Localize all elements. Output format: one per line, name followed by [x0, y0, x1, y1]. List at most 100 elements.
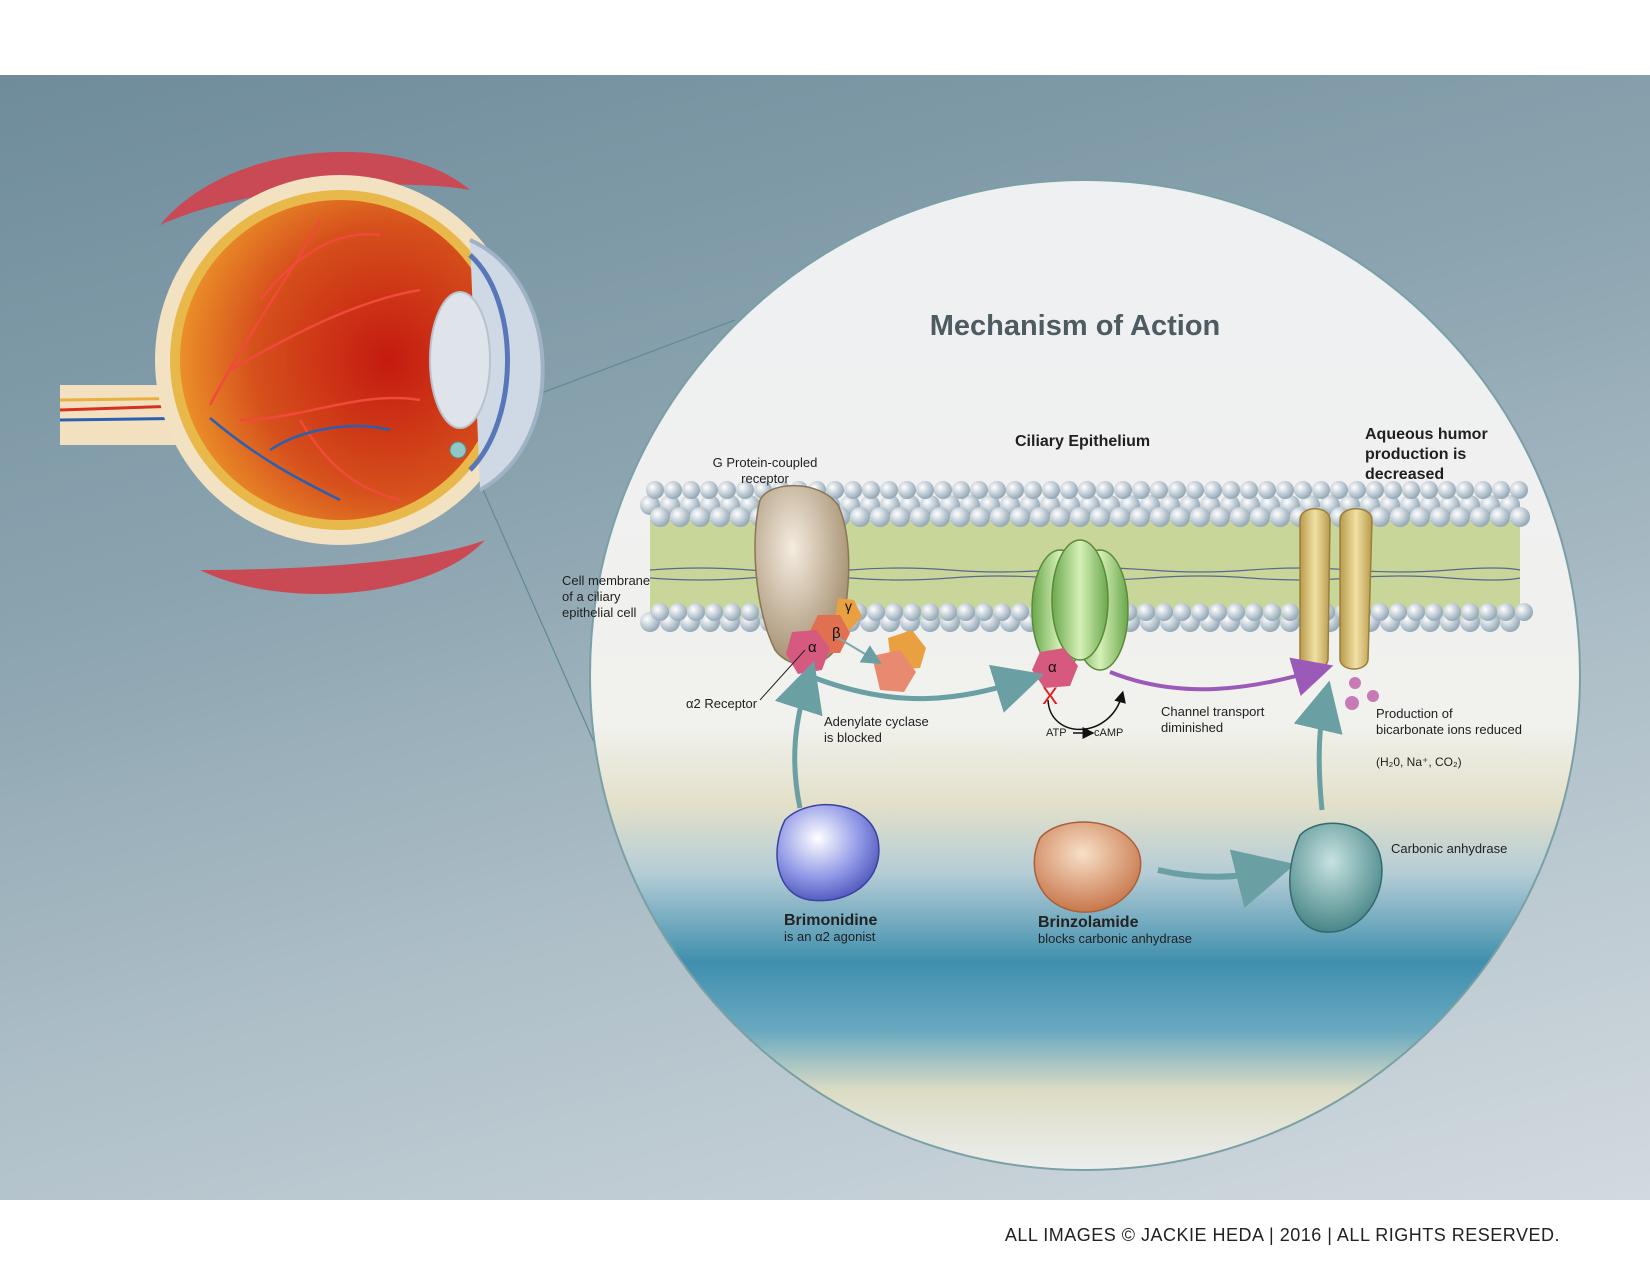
phospholipid-head	[1230, 507, 1250, 527]
label-cell-membrane-line1: Cell membrane	[562, 573, 651, 588]
phospholipid-head	[1276, 481, 1294, 499]
label-aqueous-line1: Aqueous humor	[1365, 426, 1488, 443]
phospholipid-head	[1210, 507, 1230, 527]
phospholipid-head	[730, 507, 750, 527]
label-alpha-ac: α	[1048, 659, 1057, 676]
phospholipid-head	[1384, 481, 1402, 499]
bicarbonate-ions	[1345, 677, 1379, 710]
phospholipid-head	[718, 481, 736, 499]
phospholipid-head	[690, 507, 710, 527]
ion-channel	[1299, 508, 1373, 670]
phospholipid-head	[975, 603, 993, 621]
phospholipid-head	[988, 481, 1006, 499]
phospholipid-head	[903, 603, 921, 621]
phospholipid-head	[1443, 603, 1461, 621]
phospholipid-head	[1348, 481, 1366, 499]
label-alpha-gpcr: α	[808, 639, 817, 656]
phospholipid-head	[844, 481, 862, 499]
label-adenylate-line2: is blocked	[824, 730, 882, 745]
label-gpcr: G Protein-coupled receptor	[700, 455, 830, 487]
phospholipid-head	[916, 481, 934, 499]
phospholipid-head	[939, 603, 957, 621]
label-channel-transport: Channel transport diminished	[1161, 704, 1264, 736]
phospholipid-head	[1461, 603, 1479, 621]
phospholipid-head	[1209, 603, 1227, 621]
brinzolamide-desc: blocks carbonic anhydrase	[1038, 931, 1192, 946]
phospholipid-head	[850, 507, 870, 527]
phospholipid-head	[867, 603, 885, 621]
label-beta: β	[832, 625, 841, 642]
phospholipid-head	[1010, 507, 1030, 527]
label-gpcr-line1: G Protein-coupled	[712, 455, 818, 470]
label-carbonic-anhydrase: Carbonic anhydrase	[1391, 841, 1508, 856]
eye-cross-section	[59, 151, 545, 594]
phospholipid-head	[921, 603, 939, 621]
phospholipid-head	[1410, 507, 1430, 527]
phospholipid-head	[957, 603, 975, 621]
phospholipid-head	[1245, 603, 1263, 621]
phospholipid-head	[682, 481, 700, 499]
label-bicarbonate-line2: bicarbonate ions reduced	[1376, 722, 1522, 737]
released-subunit	[872, 650, 916, 692]
phospholipid-head	[710, 507, 730, 527]
label-adenylate-line1: Adenylate cyclase	[824, 714, 929, 729]
label-bicarbonate-line1: Production of	[1376, 706, 1453, 721]
arrow-brimonidine-up	[774, 660, 823, 809]
phospholipid-head	[670, 507, 690, 527]
phospholipid-head	[1366, 481, 1384, 499]
phospholipid-head	[1006, 481, 1024, 499]
membrane-heads-top	[640, 481, 1530, 527]
phospholipid-head	[950, 507, 970, 527]
phospholipid-head	[862, 481, 880, 499]
phospholipid-head	[1497, 603, 1515, 621]
phospholipid-head	[1155, 603, 1173, 621]
brinzolamide-name: Brinzolamide	[1038, 914, 1139, 931]
phospholipid-head	[669, 603, 687, 621]
phospholipid-head	[1370, 507, 1390, 527]
phospholipid-head	[885, 603, 903, 621]
blocked-x-mark: X	[1042, 683, 1059, 710]
label-a2-receptor: α2 Receptor	[686, 696, 758, 711]
phospholipid-head	[970, 507, 990, 527]
phospholipid-head	[1024, 481, 1042, 499]
phospholipid-head	[1456, 481, 1474, 499]
label-aqueous-line3: decreased	[1365, 466, 1445, 483]
phospholipid-head	[1240, 481, 1258, 499]
phospholipid-head	[1430, 507, 1450, 527]
phospholipid-head	[700, 481, 718, 499]
phospholipid-head	[1078, 481, 1096, 499]
zoom-line-bottom	[469, 459, 616, 791]
label-adenylate-cyclase: Adenylate cyclase is blocked	[824, 714, 929, 746]
label-ion-formula: (H₂0, Na⁺, CO₂)	[1376, 755, 1462, 769]
label-channel-line2: diminished	[1161, 720, 1224, 735]
phospholipid-head	[1407, 603, 1425, 621]
phospholipid-head	[1090, 507, 1110, 527]
phospholipid-head	[1425, 603, 1443, 621]
brimonidine-name: Brimonidine	[784, 912, 878, 929]
phospholipid-head	[1294, 481, 1312, 499]
phospholipid-head	[1479, 603, 1497, 621]
copyright-footer: ALL IMAGES © JACKIE HEDA | 2016 | ALL RI…	[1004, 1225, 1560, 1245]
phospholipid-head	[1168, 481, 1186, 499]
phospholipid-head	[1110, 507, 1130, 527]
phospholipid-head	[1490, 507, 1510, 527]
phospholipid-head	[934, 481, 952, 499]
phospholipid-head	[898, 481, 916, 499]
label-aqueous-humor: Aqueous humor production is decreased	[1365, 425, 1488, 485]
phospholipid-head	[910, 507, 930, 527]
phospholipid-head	[1281, 603, 1299, 621]
receptor-leader-line	[759, 649, 806, 701]
label-cell-membrane-line2: of a ciliary	[562, 589, 621, 604]
phospholipid-head	[870, 507, 890, 527]
phospholipid-head	[1492, 481, 1510, 499]
label-bicarbonate: Production of bicarbonate ions reduced	[1376, 706, 1522, 738]
phospholipid-head	[1042, 481, 1060, 499]
phospholipid-head	[1191, 603, 1209, 621]
phospholipid-head	[1190, 507, 1210, 527]
phospholipid-head	[1096, 481, 1114, 499]
phospholipid-head	[1371, 603, 1389, 621]
phospholipid-head	[651, 603, 669, 621]
phospholipid-head	[736, 481, 754, 499]
phospholipid-head	[890, 507, 910, 527]
